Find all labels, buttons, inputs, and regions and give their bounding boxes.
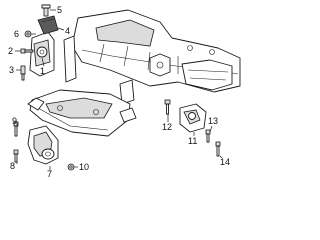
nut [24,30,32,38]
callout-2: 2 [8,46,14,56]
transmission-mount [179,103,207,133]
bolt-13 [205,129,211,143]
callout-12: 12 [162,122,173,132]
nut-10 [67,163,75,171]
bolt-8 [13,149,19,163]
leader-lines [15,9,223,170]
bolt-9 [13,121,19,137]
callout-14: 14 [220,157,231,167]
bolt-14 [215,141,221,157]
callout-8: 8 [10,161,16,171]
callout-10: 10 [79,162,90,172]
frame-rail-assembly [63,9,241,105]
callout-4: 4 [65,26,71,36]
bolt-3 [20,65,26,81]
mount-bracket [37,15,59,35]
bolt-12 [164,99,171,115]
callout-3: 3 [9,65,15,75]
engine-mount-upper [29,31,55,77]
callout-7: 7 [47,169,53,179]
front-subframe [27,89,137,137]
callout-6: 6 [14,29,20,39]
roll-restrictor-mount [27,125,59,165]
stud [41,4,51,17]
callout-13: 13 [208,116,219,126]
bolt-2 [20,48,34,54]
callout-11: 11 [188,136,198,146]
engine-mount-parts-diagram [13,4,241,171]
callout-9: 9 [12,116,18,126]
callout-5: 5 [57,5,63,15]
callout-1: 1 [40,66,46,76]
